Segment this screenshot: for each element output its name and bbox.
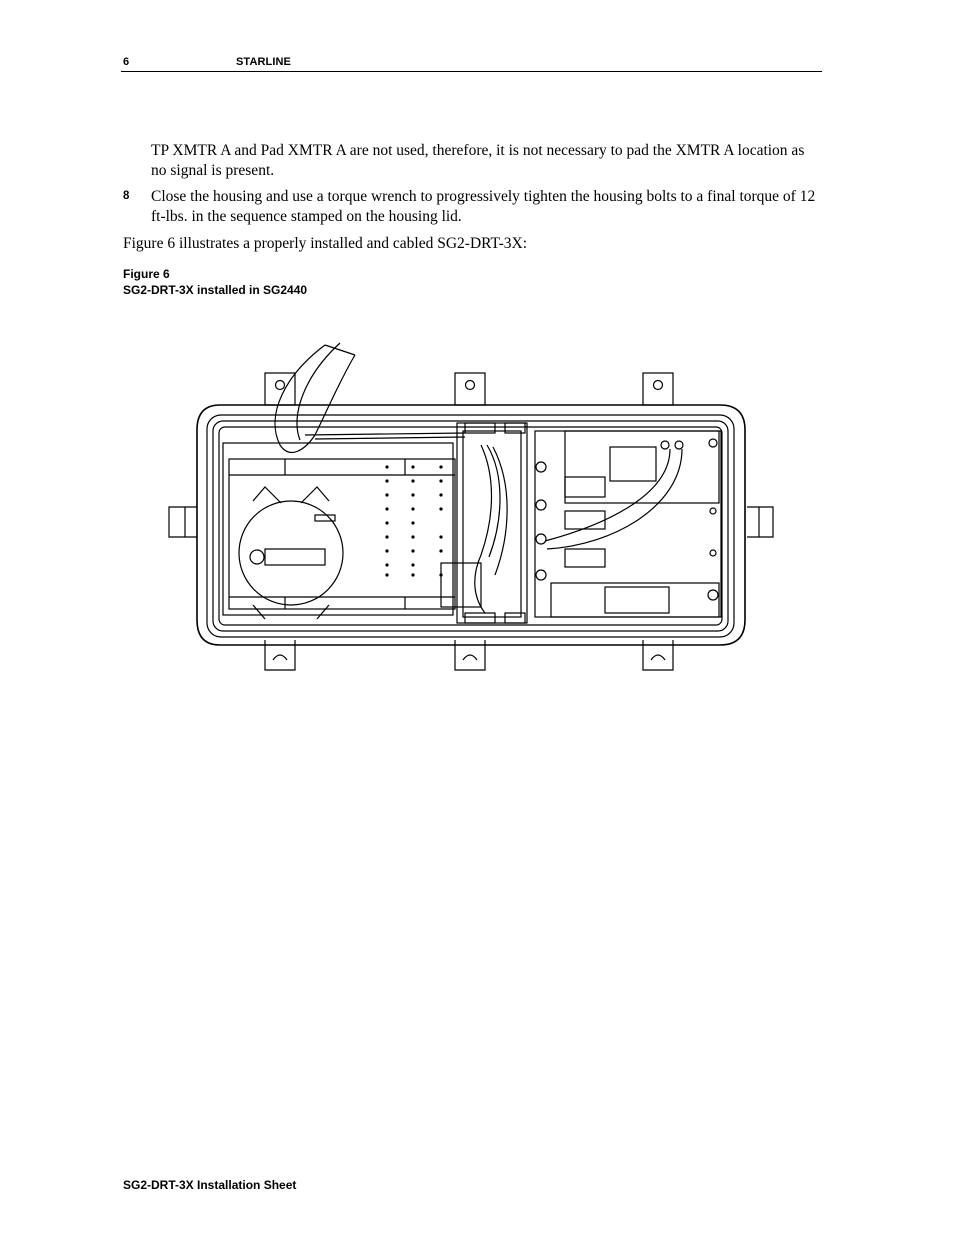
step-number: 8 [123, 190, 130, 202]
center-wiring-area [440, 422, 528, 624]
header-rule [121, 71, 822, 72]
footer-title: SG2-DRT-3X Installation Sheet [123, 1178, 297, 1192]
perforated-plate [385, 465, 443, 577]
figure-label: Figure 6 [123, 267, 170, 281]
housing-line-drawing [168, 342, 774, 671]
cable-bundle [274, 342, 466, 453]
paragraph-figure-intro: Figure 6 illustrates a properly installe… [123, 235, 527, 252]
power-supply-module [222, 442, 456, 620]
rf-module [534, 430, 722, 618]
paragraph-tp-xmtr: TP XMTR A and Pad XMTR A are not used, t… [151, 142, 805, 179]
housing-outline [196, 404, 746, 646]
top-mounting-tabs [264, 372, 674, 406]
figure-caption: SG2-DRT-3X installed in SG2440 [123, 283, 308, 297]
bottom-mounting-tabs [264, 640, 674, 671]
paragraph-close-housing: Close the housing and use a torque wrenc… [151, 188, 816, 225]
page-number: 6 [123, 56, 130, 68]
side-mounting-tabs [168, 506, 774, 538]
header-title: STARLINE [236, 56, 291, 68]
